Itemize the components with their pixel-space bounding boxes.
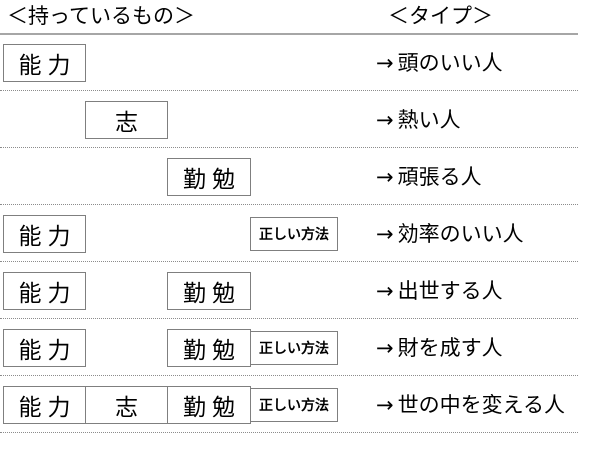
possession-box-ability: 能力	[3, 215, 86, 253]
type-text: 効率のいい人	[397, 222, 524, 246]
possession-box-ability: 能力	[3, 329, 86, 367]
type-label: →出世する人	[376, 273, 503, 309]
possession-box-right-method: 正しい方法	[250, 217, 338, 251]
possession-slots: 能力志勤勉正しい方法	[0, 378, 345, 435]
row-separator	[0, 375, 578, 376]
row-separator	[0, 147, 578, 148]
possession-box-right-method: 正しい方法	[250, 388, 338, 422]
possession-box-ambition: 志	[85, 386, 168, 424]
arrow-icon: →	[376, 393, 394, 417]
header-type: ＜タイプ＞	[388, 4, 493, 28]
possession-slots: 勤勉	[0, 150, 345, 207]
type-label: →頭のいい人	[376, 45, 503, 81]
header-possessions: ＜持っているもの＞	[7, 4, 195, 28]
possession-box-diligence: 勤勉	[167, 272, 251, 310]
type-text: 世の中を変える人	[397, 393, 565, 417]
possession-box-diligence: 勤勉	[167, 329, 251, 367]
possession-box-ability: 能力	[3, 272, 86, 310]
row-separator	[0, 261, 578, 262]
possession-box-diligence: 勤勉	[167, 386, 251, 424]
possession-slots: 能力 勤勉	[0, 264, 345, 321]
type-label: →世の中を変える人	[376, 387, 565, 423]
type-label: →頑張る人	[376, 159, 482, 195]
matrix-row: 能力 勤勉 →出世する人	[0, 264, 600, 321]
type-text: 出世する人	[397, 279, 503, 303]
matrix-row: 志 →熱い人	[0, 93, 600, 150]
row-separator	[0, 90, 578, 91]
matrix-row: 勤勉 →頑張る人	[0, 150, 600, 207]
possession-box-ability: 能力	[3, 386, 86, 424]
arrow-icon: →	[376, 336, 394, 360]
possession-slots: 志	[0, 93, 345, 150]
type-label: →熱い人	[376, 102, 461, 138]
possession-box-right-method: 正しい方法	[250, 331, 338, 365]
arrow-icon: →	[376, 51, 394, 75]
possession-slots: 能力 勤勉正しい方法	[0, 321, 345, 378]
row-separator	[0, 204, 578, 205]
row-separator	[0, 432, 578, 433]
type-label: →効率のいい人	[376, 216, 524, 252]
type-label: →財を成す人	[376, 330, 503, 366]
matrix-row: 能力志勤勉正しい方法 →世の中を変える人	[0, 378, 600, 435]
possession-box-ambition: 志	[85, 101, 168, 139]
arrow-icon: →	[376, 222, 394, 246]
possession-box-diligence: 勤勉	[167, 158, 251, 196]
matrix-row: 能力 →頭のいい人	[0, 36, 600, 93]
matrix-row: 能力 正しい方法 →効率のいい人	[0, 207, 600, 264]
arrow-icon: →	[376, 108, 394, 132]
type-text: 頭のいい人	[397, 51, 503, 75]
type-text: 頑張る人	[397, 165, 482, 189]
column-headers: ＜持っているもの＞ ＜タイプ＞	[0, 0, 600, 33]
row-separator	[0, 318, 578, 319]
type-text: 熱い人	[397, 108, 461, 132]
possession-slots: 能力 正しい方法	[0, 207, 345, 264]
header-divider	[0, 33, 578, 35]
type-text: 財を成す人	[397, 336, 503, 360]
possession-box-ability: 能力	[3, 44, 86, 82]
possession-slots: 能力	[0, 36, 345, 93]
arrow-icon: →	[376, 279, 394, 303]
matrix-row: 能力 勤勉正しい方法 →財を成す人	[0, 321, 600, 378]
arrow-icon: →	[376, 165, 394, 189]
